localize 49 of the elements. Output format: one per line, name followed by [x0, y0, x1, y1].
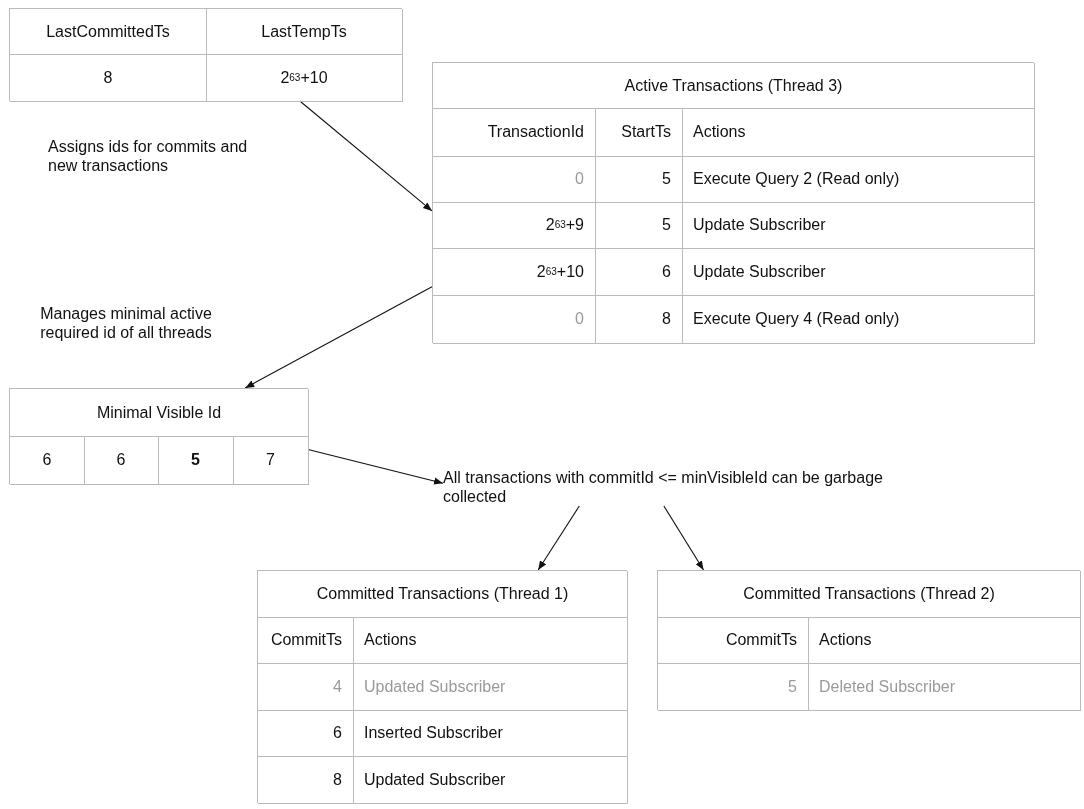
arrow: [663, 505, 705, 571]
table-cell: TransactionId: [433, 108, 596, 157]
annotation-text: Assigns ids for commits and new transactions: [48, 137, 249, 175]
annotation-text: Manages minimal active required id of all threads: [39, 304, 213, 342]
table-cell: 5: [595, 156, 683, 203]
table-cell: 8: [258, 756, 354, 804]
table-cell: Execute Query 4 (Read only): [682, 295, 1035, 344]
table-cell: Updated Subscriber: [353, 663, 628, 711]
data-table: [257, 570, 627, 803]
table-cell: Deleted Subscriber: [808, 663, 1081, 711]
table-cell: Update Subscriber: [682, 202, 1035, 249]
table-cell: 6: [10, 436, 85, 485]
data-table: [432, 62, 1034, 343]
table-cell: StartTs: [595, 108, 683, 157]
annotation-text: All transactions with commitId <= minVisibleId can be garbage collected: [443, 468, 913, 506]
table-title-cell: Committed Transactions (Thread 2): [658, 571, 1081, 618]
table-cell: 4: [258, 663, 354, 711]
table-cell: 6: [595, 248, 683, 296]
table-cell: 8: [10, 54, 207, 102]
table-cell: 7: [233, 436, 309, 485]
table-cell: 5: [658, 663, 809, 711]
table-title-cell: Committed Transactions (Thread 1): [258, 571, 628, 618]
table-cell: 5: [595, 202, 683, 249]
table-cell: Actions: [808, 617, 1081, 664]
table-cell: Actions: [353, 617, 628, 664]
table-cell: Execute Query 2 (Read only): [682, 156, 1035, 203]
data-table: [657, 570, 1080, 710]
table-cell: 0: [433, 156, 596, 203]
arrow: [244, 286, 433, 389]
table-cell: 6: [258, 710, 354, 757]
table-cell: LastTempTs: [206, 9, 403, 55]
data-table: [9, 388, 308, 484]
table-title-cell: Minimal Visible Id: [10, 389, 309, 437]
table-cell: Actions: [682, 108, 1035, 157]
table-cell: Updated Subscriber: [353, 756, 628, 804]
table-cell: 6: [84, 436, 159, 485]
table-cell: Update Subscriber: [682, 248, 1035, 296]
table-cell: 0: [433, 295, 596, 344]
table-cell: CommitTs: [658, 617, 809, 664]
table-cell: 5: [158, 436, 234, 485]
table-cell: LastCommittedTs: [10, 9, 207, 55]
arrow: [307, 448, 444, 485]
arrow: [537, 505, 580, 571]
table-cell: CommitTs: [258, 617, 354, 664]
table-cell: 8: [595, 295, 683, 344]
data-table: [9, 8, 402, 101]
table-cell: Inserted Subscriber: [353, 710, 628, 757]
arrow: [299, 100, 433, 212]
table-title-cell: Active Transactions (Thread 3): [433, 63, 1035, 109]
